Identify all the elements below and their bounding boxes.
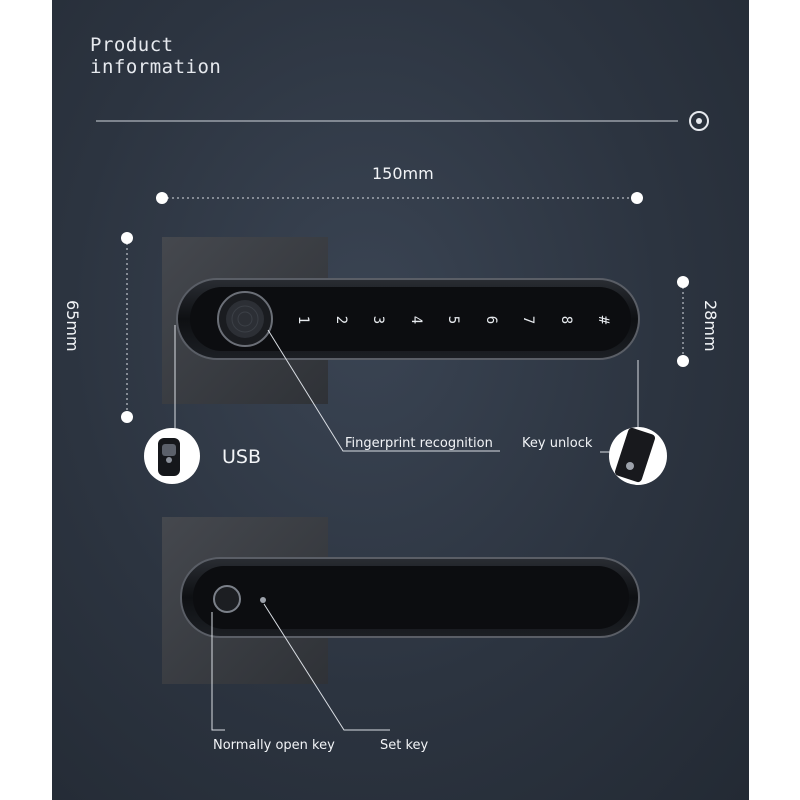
fingerprint-sensor-icon — [217, 291, 273, 347]
keypad-key: 3 — [370, 315, 386, 325]
normally-open-key-button-icon — [213, 585, 241, 613]
usb-label: USB — [222, 446, 262, 468]
set-key-hole-icon — [260, 597, 266, 603]
keypad-key: 1 — [295, 315, 311, 325]
keypad-key: 8 — [557, 315, 574, 325]
width-label: 150mm — [372, 164, 434, 183]
width-dimension-line — [156, 192, 643, 204]
usb-port-icon — [144, 428, 200, 484]
set-key-leader-line — [263, 603, 390, 731]
key-unlock-label: Key unlock — [522, 436, 593, 451]
page-title: Product information — [90, 34, 221, 78]
keypad-key: # — [595, 315, 611, 325]
fingerprint-label: Fingerprint recognition — [345, 436, 493, 451]
target-icon — [689, 111, 709, 131]
fingerprint-leader-line — [267, 329, 500, 452]
normally-open-key-label: Normally open key — [213, 738, 335, 753]
keypad-key: 6 — [482, 315, 499, 325]
handle-width-label: 28mm — [701, 300, 720, 352]
keypad-key: 7 — [520, 315, 536, 325]
bottom-handle-face — [193, 566, 629, 629]
height-dimension-line — [121, 232, 133, 423]
title-line-1: Product — [90, 34, 174, 56]
keypad-key: 2 — [332, 315, 349, 325]
top-handle-face — [190, 287, 631, 351]
title-line-2: information — [90, 56, 222, 78]
handle-dimension-line — [677, 276, 689, 367]
set-key-label: Set key — [380, 738, 429, 753]
keypad-key: 5 — [445, 315, 461, 325]
normally-open-leader-line — [211, 612, 225, 731]
height-label: 65mm — [63, 300, 82, 352]
keypad-key: 4 — [407, 315, 424, 325]
key-unlock-icon — [609, 427, 667, 485]
